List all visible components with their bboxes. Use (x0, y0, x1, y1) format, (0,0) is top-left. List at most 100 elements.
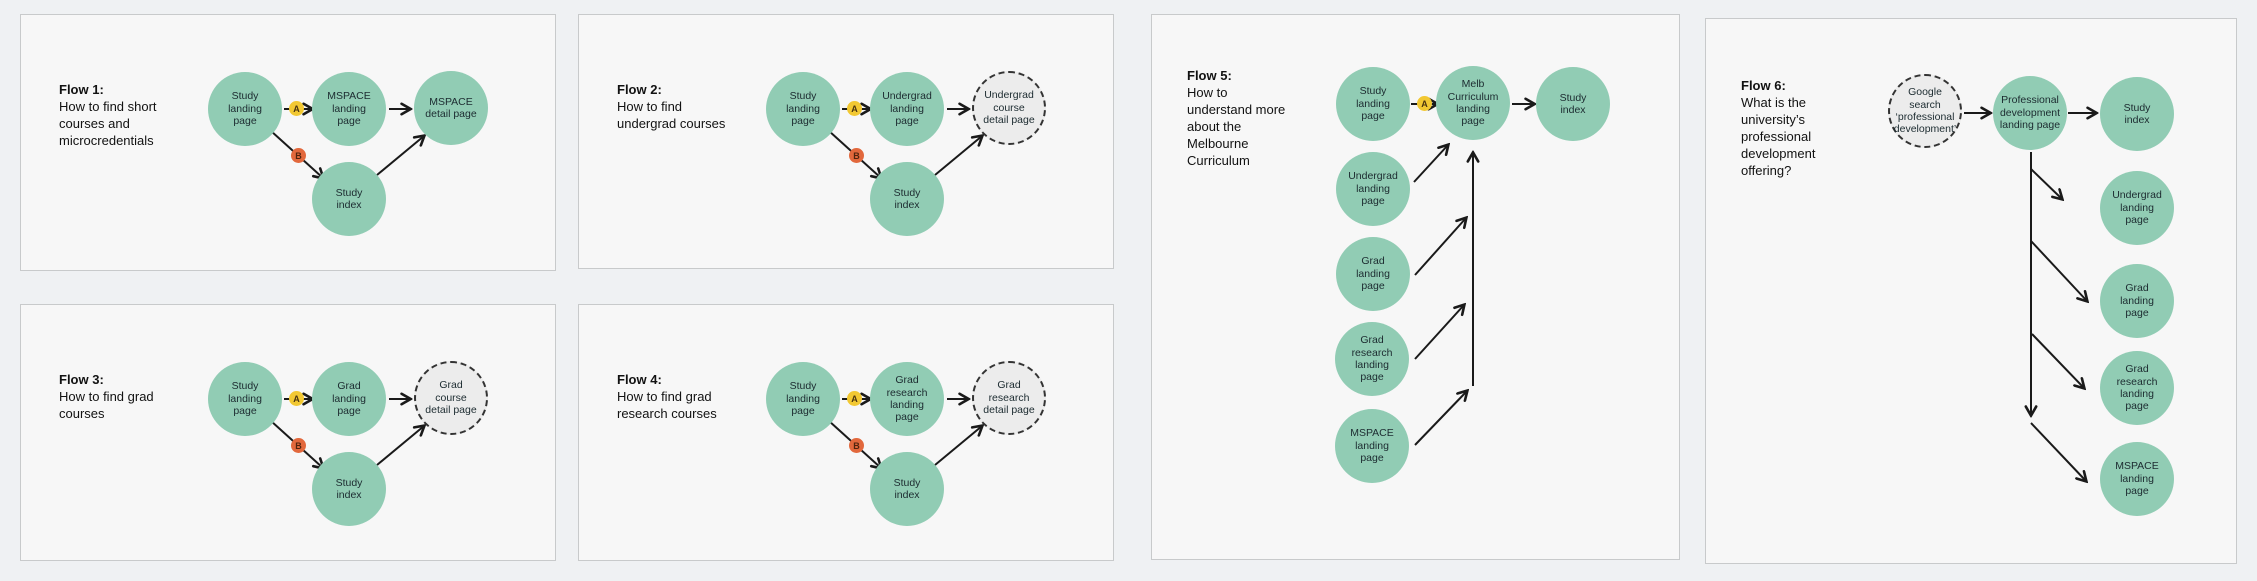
badge-label: A (293, 103, 300, 114)
node-label: Google search ‘professional development’ (1893, 86, 1957, 136)
node-grad-research-landing-page: Grad research landing page (870, 362, 944, 436)
node-grad-landing-page: Grad landing page (312, 362, 386, 436)
arrow-branch-to-undergrad (2030, 168, 2062, 199)
arrow-grad-to-hub (1414, 218, 1466, 276)
flow-description-line: How to find (617, 99, 683, 114)
flow-description-line: How to find grad (617, 389, 712, 404)
node-mspace-detail-page: MSPACE detail page (414, 71, 488, 145)
flow-2-panel: Flow 2: How to find undergrad courses St… (578, 14, 1114, 269)
node-undergrad-course-detail-page: Undergrad course detail page (972, 71, 1046, 145)
flow-description-line: What is the (1741, 95, 1807, 110)
node-label: Grad research detail page (983, 379, 1035, 417)
node-label: Professional development landing page (1999, 94, 2061, 132)
badge-label: A (851, 103, 858, 114)
node-label: MSPACE landing page (327, 90, 371, 128)
node-label: Grad research landing page (886, 374, 928, 424)
step-a-badge: A (289, 391, 304, 406)
badge-label: B (295, 150, 302, 161)
node-study-index: Study index (870, 452, 944, 526)
flow-description-line: development (1741, 146, 1816, 161)
flow-description-line: undergrad courses (617, 116, 726, 131)
node-study-index: Study index (870, 162, 944, 236)
node-undergrad-landing-page: Undergrad landing page (870, 72, 944, 146)
badge-label: A (293, 393, 300, 404)
flow-title: Flow 2: (617, 82, 662, 97)
arrow-grad-research-to-hub (1414, 305, 1464, 360)
flow-title: Flow 1: (59, 82, 104, 97)
flow-5-title-block: Flow 5: How to understand more about the… (1187, 67, 1285, 169)
flow-3-title-block: Flow 3: How to find grad courses (59, 371, 154, 422)
node-mspace-landing-page: MSPACE landing page (2100, 442, 2174, 516)
node-label: Study landing page (786, 90, 820, 128)
arrow-branch-to-mspace (2030, 422, 2086, 481)
node-label: Undergrad landing page (2112, 189, 2162, 227)
node-label: Undergrad landing page (882, 90, 932, 128)
arrow-mspace-to-hub (1414, 391, 1467, 446)
flow-5-panel: Flow 5: How to understand more about the… (1151, 14, 1680, 560)
node-grad-course-detail-page: Grad course detail page (414, 361, 488, 435)
node-label: Study index (893, 476, 921, 501)
flow-2-title-block: Flow 2: How to find undergrad courses (617, 81, 725, 132)
step-b-badge: B (291, 438, 306, 453)
arrow-index-to-detail (376, 426, 424, 466)
flow-description-line: Melbourne (1187, 136, 1249, 151)
badge-label: B (295, 440, 302, 451)
badge-label: A (851, 393, 858, 404)
step-a-badge: A (847, 391, 862, 406)
node-undergrad-landing-page: Undergrad landing page (1336, 152, 1410, 226)
step-a-badge: A (847, 101, 862, 116)
node-study-landing-page: Study landing page (1336, 67, 1410, 141)
node-label: Grad research landing page (1351, 334, 1393, 384)
flow-1-title-block: Flow 1: How to find short courses and mi… (59, 81, 157, 149)
node-label: Study index (335, 186, 363, 211)
node-label: Study landing page (228, 90, 262, 128)
flow-2-arrows (828, 15, 1115, 270)
node-study-index: Study index (1536, 67, 1610, 141)
flow-4-panel: Flow 4: How to find grad research course… (578, 304, 1114, 561)
flow-title: Flow 3: (59, 372, 104, 387)
node-label: Study landing page (228, 380, 262, 418)
node-label: Study landing page (786, 380, 820, 418)
node-label: Grad research landing page (2116, 363, 2158, 413)
step-a-badge: A (289, 101, 304, 116)
arrow-index-to-detail (934, 426, 982, 466)
flow-description-line: How to find short (59, 99, 157, 114)
node-study-landing-page: Study landing page (208, 72, 282, 146)
node-label: Undergrad landing page (1348, 170, 1398, 208)
flow-title: Flow 5: (1187, 68, 1232, 83)
flow-description-line: about the (1187, 119, 1242, 134)
flow-description-line: understand more (1187, 102, 1286, 117)
flow-description-line: offering? (1741, 163, 1792, 178)
flow-3-arrows (270, 305, 557, 562)
flow-description-line: microcredentials (59, 133, 154, 148)
badge-label: B (853, 440, 860, 451)
badge-label: B (853, 150, 860, 161)
node-label: MSPACE landing page (2115, 460, 2159, 498)
node-grad-research-landing-page: Grad research landing page (1335, 322, 1409, 396)
flow-1-panel: Flow 1: How to find short courses and mi… (20, 14, 556, 271)
badge-label: A (1421, 98, 1428, 109)
flow-description-line: How to (1187, 85, 1228, 100)
flow-description-line: Curriculum (1187, 153, 1250, 168)
node-study-landing-page: Study landing page (766, 72, 840, 146)
node-google-search: Google search ‘professional development’ (1888, 74, 1962, 148)
node-grad-research-landing-page: Grad research landing page (2100, 351, 2174, 425)
flow-description-line: courses (59, 406, 105, 421)
flow-6-panel: Flow 6: What is the university’s profess… (1705, 18, 2237, 564)
flow-description-line: How to find grad (59, 389, 154, 404)
node-mspace-landing-page: MSPACE landing page (1335, 409, 1409, 483)
node-grad-research-detail-page: Grad research detail page (972, 361, 1046, 435)
node-label: Grad landing page (2120, 282, 2154, 320)
flow-6-arrows (1964, 19, 2238, 565)
node-label: Undergrad course detail page (983, 89, 1035, 127)
step-a-badge: A (1417, 96, 1432, 111)
step-b-badge: B (291, 148, 306, 163)
node-undergrad-landing-page: Undergrad landing page (2100, 171, 2174, 245)
node-mspace-landing-page: MSPACE landing page (312, 72, 386, 146)
flow-3-panel: Flow 3: How to find grad courses Study l… (20, 304, 556, 561)
flow-4-title-block: Flow 4: How to find grad research course… (617, 371, 717, 422)
arrow-branch-to-grad (2030, 240, 2087, 301)
arrow-branch-to-grad-research (2031, 333, 2084, 388)
node-label: Grad landing page (1356, 255, 1390, 293)
node-label: Study index (335, 476, 363, 501)
